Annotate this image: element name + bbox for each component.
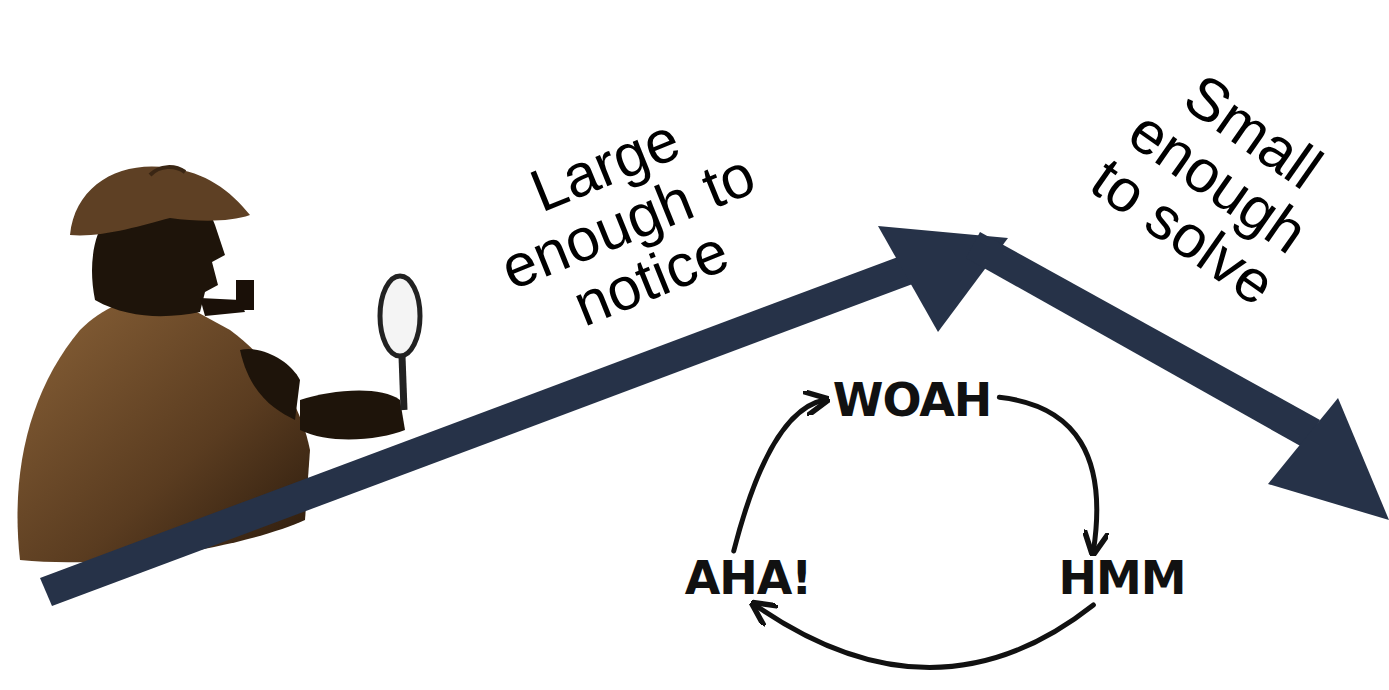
cycle-word: HMM: [1050, 551, 1193, 605]
fall-arrow: [966, 232, 1389, 520]
node-text: AHA!: [685, 555, 812, 601]
cycle-word: WOAH: [825, 373, 1000, 427]
cycle-word: AHA!: [677, 551, 820, 605]
cycle-arrow: [755, 605, 1093, 668]
cycle-arrow: [999, 397, 1096, 551]
detective-silhouette: [18, 167, 421, 563]
slope-caption: Small enough to solve: [1059, 32, 1377, 331]
node-text: WOAH: [833, 377, 992, 423]
node-text: HMM: [1058, 555, 1185, 601]
cycle-arrow: [734, 400, 825, 551]
